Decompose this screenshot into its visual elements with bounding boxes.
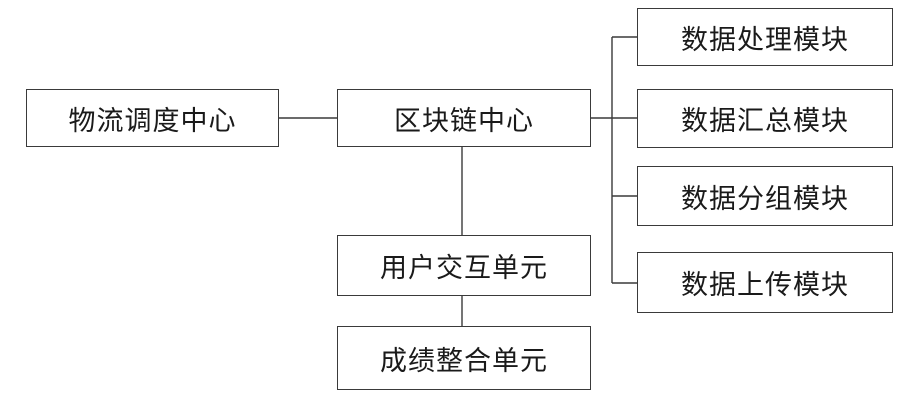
data-upload-module-box: 数据上传模块 [637,252,893,313]
data-grouping-module-box: 数据分组模块 [637,166,893,226]
data-summary-module-box: 数据汇总模块 [637,89,893,148]
score-integration-unit-box: 成绩整合单元 [337,326,591,390]
blockchain-center-box: 区块链中心 [337,89,591,147]
user-interaction-unit-box: 用户交互单元 [337,235,591,296]
data-processing-module-box: 数据处理模块 [637,8,893,66]
logistics-dispatch-center-box: 物流调度中心 [26,89,279,147]
